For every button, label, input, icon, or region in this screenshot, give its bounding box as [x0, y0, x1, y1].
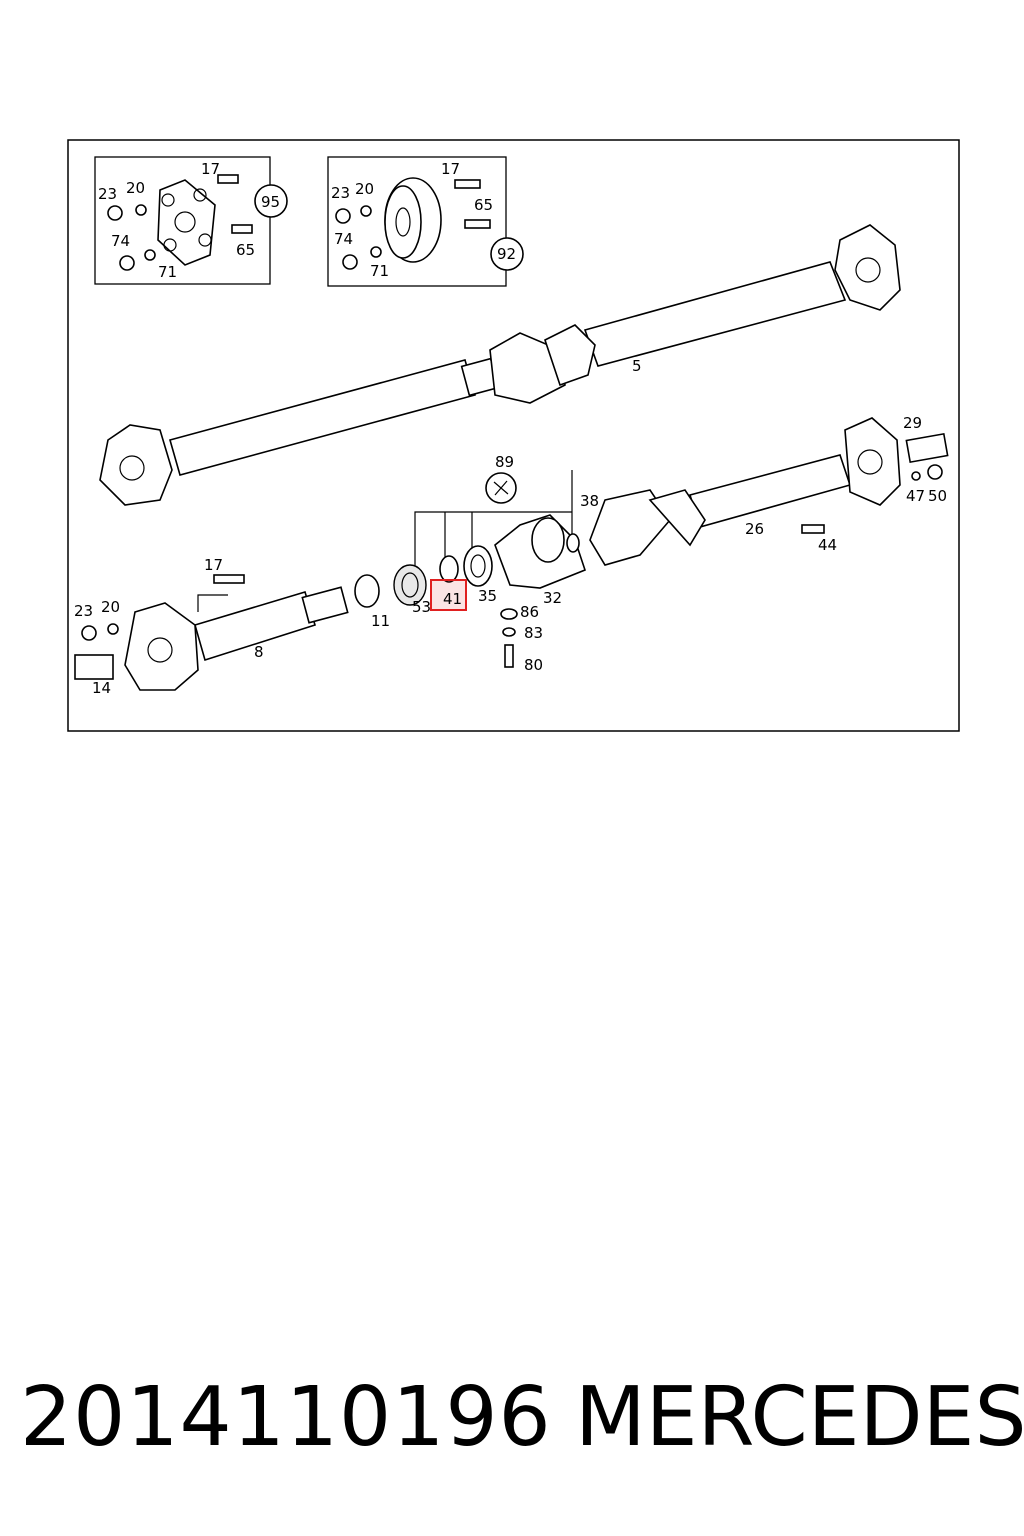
callout-50: 50 — [928, 487, 947, 505]
callout-95: 95 — [261, 193, 280, 211]
propeller-shaft-5 — [99, 224, 901, 506]
callout-65: 65 — [236, 241, 255, 259]
callout-65: 65 — [474, 196, 493, 214]
callout-20: 20 — [126, 179, 145, 197]
callout-74: 74 — [111, 232, 130, 250]
callout-26: 26 — [745, 520, 764, 538]
diagram-frame — [67, 139, 960, 732]
inset-flex-disc-kit-95 — [94, 156, 288, 285]
center-bearing-group — [354, 470, 586, 668]
callout-23: 23 — [98, 185, 117, 203]
callout-32: 32 — [543, 589, 562, 607]
brand-name: MERCEDES — [575, 1370, 1024, 1465]
callout-23: 23 — [331, 184, 350, 202]
callout-23: 23 — [74, 602, 93, 620]
callout-89: 89 — [495, 453, 514, 471]
callout-14: 14 — [92, 679, 111, 697]
callout-17: 17 — [204, 556, 223, 574]
callout-74: 74 — [334, 230, 353, 248]
callout-38: 38 — [580, 492, 599, 510]
highlight-box-part-41 — [430, 579, 467, 611]
callout-20: 20 — [101, 598, 120, 616]
callout-44: 44 — [818, 536, 837, 554]
exploded-parts-diagram: 17 23 20 95 74 65 71 17 23 20 65 74 71 9… — [67, 139, 960, 732]
callout-71: 71 — [370, 262, 389, 280]
callout-86: 86 — [520, 603, 539, 621]
callout-35: 35 — [478, 587, 497, 605]
propeller-shaft-8 — [74, 574, 349, 691]
callout-83: 83 — [524, 624, 543, 642]
callout-29: 29 — [903, 414, 922, 432]
inset-flex-disc-kit-92 — [327, 156, 524, 287]
caption: 2014110196 MERCEDES — [0, 1370, 1024, 1480]
part-number: 2014110196 — [20, 1370, 552, 1465]
callout-80: 80 — [524, 656, 543, 674]
callout-47: 47 — [906, 487, 925, 505]
callout-71: 71 — [158, 263, 177, 281]
propeller-shaft-26 — [589, 417, 949, 566]
callout-53: 53 — [412, 598, 431, 616]
callout-11: 11 — [371, 612, 390, 630]
callout-92: 92 — [497, 245, 516, 263]
callout-20: 20 — [355, 180, 374, 198]
callout-17: 17 — [201, 160, 220, 178]
callout-5: 5 — [632, 357, 642, 375]
callout-8: 8 — [254, 643, 264, 661]
callout-41: 41 — [443, 590, 462, 608]
callout-17: 17 — [441, 160, 460, 178]
